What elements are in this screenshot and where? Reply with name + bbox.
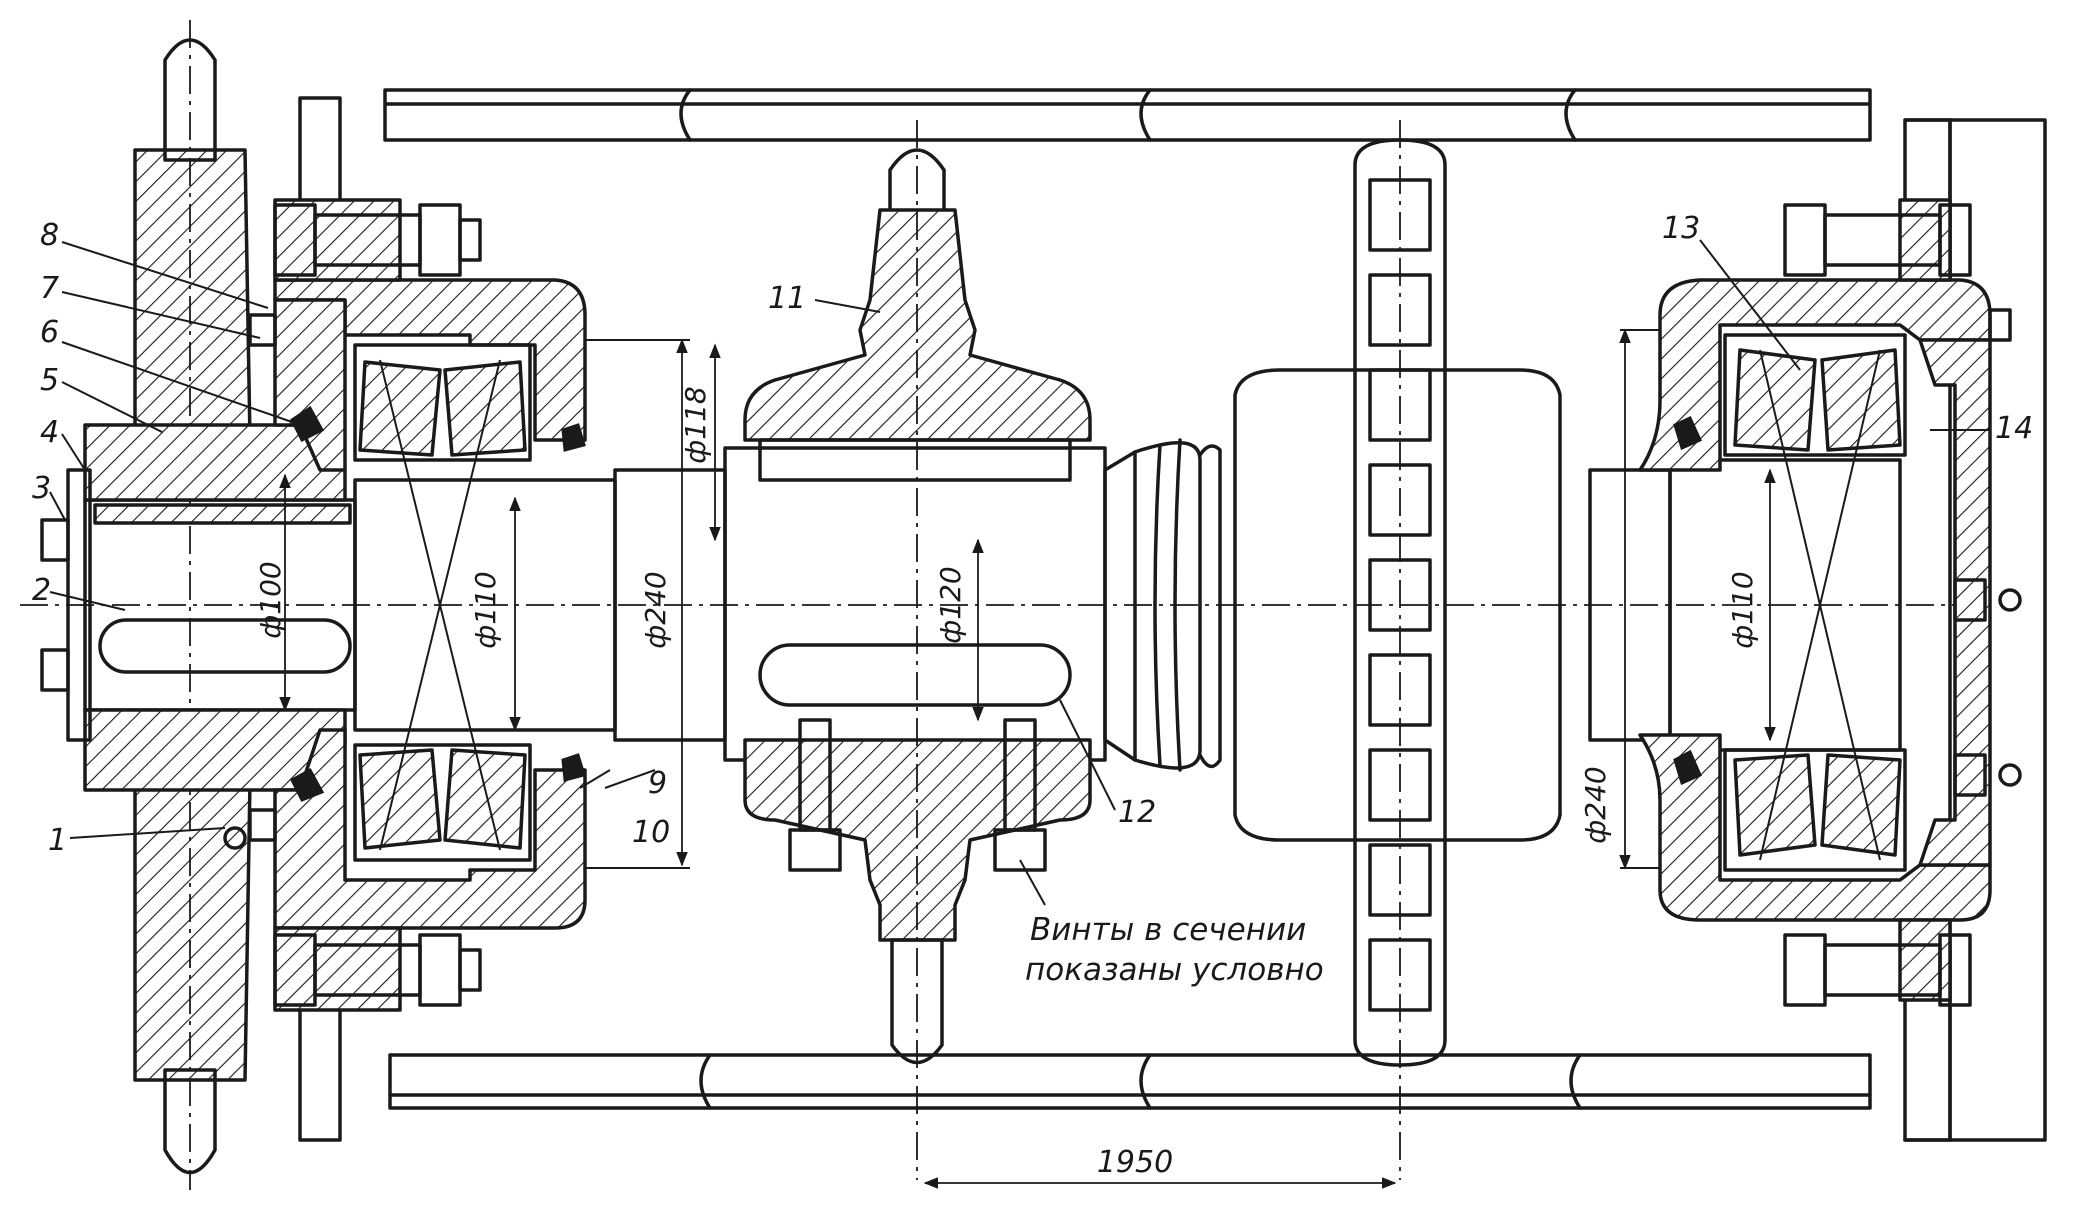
center-key bbox=[758, 643, 1072, 707]
left-hub bbox=[83, 423, 352, 792]
left-key bbox=[98, 618, 352, 674]
main-shaft bbox=[83, 446, 1902, 762]
callout-10: 10 bbox=[632, 815, 670, 850]
right-seal-upper bbox=[1673, 416, 1702, 451]
left-seal-lower bbox=[290, 767, 325, 802]
callout-13: 13 bbox=[1662, 211, 1700, 246]
callout-5: 5 bbox=[40, 363, 59, 398]
note-line-1: Винты в сечении bbox=[1030, 912, 1306, 948]
frame-rail-top bbox=[383, 88, 1872, 142]
callout-1: 1 bbox=[48, 823, 67, 858]
dim-d110-left: ф110 bbox=[469, 571, 502, 648]
callout-9: 9 bbox=[648, 766, 667, 801]
dim-span-1950: 1950 bbox=[1097, 1145, 1173, 1180]
dimension-lines bbox=[279, 328, 1776, 1189]
dim-d100: ф100 bbox=[254, 561, 287, 638]
callout-8: 8 bbox=[40, 218, 59, 253]
dim-d118: ф118 bbox=[679, 386, 712, 463]
callout-2: 2 bbox=[32, 573, 51, 608]
chain-wheel bbox=[1353, 120, 1447, 1180]
leader-lines bbox=[49, 239, 1990, 906]
center-screws bbox=[788, 718, 1047, 872]
center-sprocket bbox=[743, 120, 1092, 1180]
callout-12: 12 bbox=[1118, 795, 1156, 830]
dim-d110-right: ф110 bbox=[1726, 571, 1759, 648]
right-housing-bolts bbox=[1783, 203, 2022, 1007]
callout-14: 14 bbox=[1995, 411, 2033, 446]
callout-4: 4 bbox=[40, 415, 59, 450]
callout-11: 11 bbox=[768, 281, 806, 316]
callout-3: 3 bbox=[32, 471, 51, 506]
left-housing-bolts bbox=[223, 203, 482, 1007]
left-seal-upper bbox=[290, 405, 325, 443]
callout-7: 7 bbox=[40, 271, 59, 306]
right-seal-lower bbox=[1673, 749, 1702, 786]
right-bearing bbox=[1723, 333, 1907, 872]
drum bbox=[1233, 368, 1562, 842]
dim-d240-right: ф240 bbox=[1579, 766, 1612, 843]
dim-d240-left: ф240 bbox=[639, 571, 672, 648]
shaft-collar bbox=[1133, 438, 1222, 772]
right-bearing-housing bbox=[1638, 198, 1992, 1002]
left-bearing bbox=[353, 343, 532, 862]
callout-6: 6 bbox=[40, 315, 59, 350]
dim-d120: ф120 bbox=[934, 566, 967, 643]
frame-rail-bottom bbox=[388, 1053, 1872, 1110]
left-bearing-housing bbox=[273, 198, 587, 1012]
left-seal-inner-upper bbox=[561, 423, 586, 452]
note-line-2: показаны условно bbox=[1025, 952, 1324, 988]
left-sprocket bbox=[133, 20, 252, 1190]
shaft-end-cap bbox=[40, 468, 92, 742]
left-seal-inner-lower bbox=[561, 753, 586, 782]
